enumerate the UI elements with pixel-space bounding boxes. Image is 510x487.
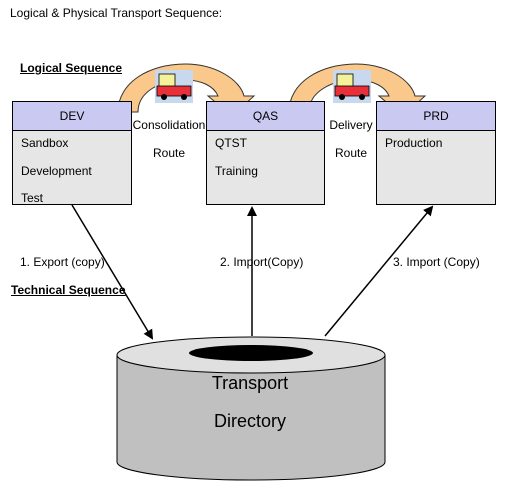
prd-system-box: PRD Production — [376, 101, 496, 205]
delivery-route-line1: Delivery — [329, 118, 373, 132]
transport-directory-cylinder — [116, 336, 386, 481]
dev-client-item: Sandbox — [21, 136, 69, 150]
prd-client-item: Production — [385, 136, 443, 150]
consolidation-route-line2: Route — [152, 146, 186, 160]
diagram-title: Logical & Physical Transport Sequence: — [10, 6, 223, 20]
qas-client-item: QTST — [215, 136, 247, 150]
step-import-prd-label: 3. Import (Copy) — [393, 255, 480, 269]
qas-client-item: Training — [215, 164, 258, 178]
consolidation-route-label: Consolidation Route — [132, 118, 206, 160]
delivery-route-line2: Route — [334, 146, 368, 160]
dev-client-item: Development — [21, 164, 92, 178]
truck-icon — [155, 70, 193, 103]
truck-icon — [333, 70, 371, 103]
dev-client-item: Test — [21, 191, 44, 205]
import-prd-arrow — [324, 205, 434, 337]
delivery-route-label: Delivery Route — [326, 118, 376, 160]
dev-system-box: DEV Sandbox Development Test — [12, 101, 132, 205]
qas-system-box: QAS QTST Training — [206, 101, 325, 205]
directory-label-line2: Directory — [213, 411, 286, 431]
consolidation-route-line1: Consolidation — [132, 118, 206, 132]
qas-system-title: QAS — [207, 102, 324, 131]
step-import-qas-label: 2. Import(Copy) — [220, 255, 304, 269]
step-export-label: 1. Export (copy) — [20, 255, 105, 269]
directory-label-line1: Transport — [211, 373, 289, 393]
prd-system-title: PRD — [377, 102, 495, 131]
logical-sequence-label: Logical Sequence — [20, 61, 123, 75]
dev-system-title: DEV — [13, 102, 131, 131]
export-arrow — [71, 204, 154, 340]
technical-sequence-label: Technical Sequence — [11, 283, 126, 297]
